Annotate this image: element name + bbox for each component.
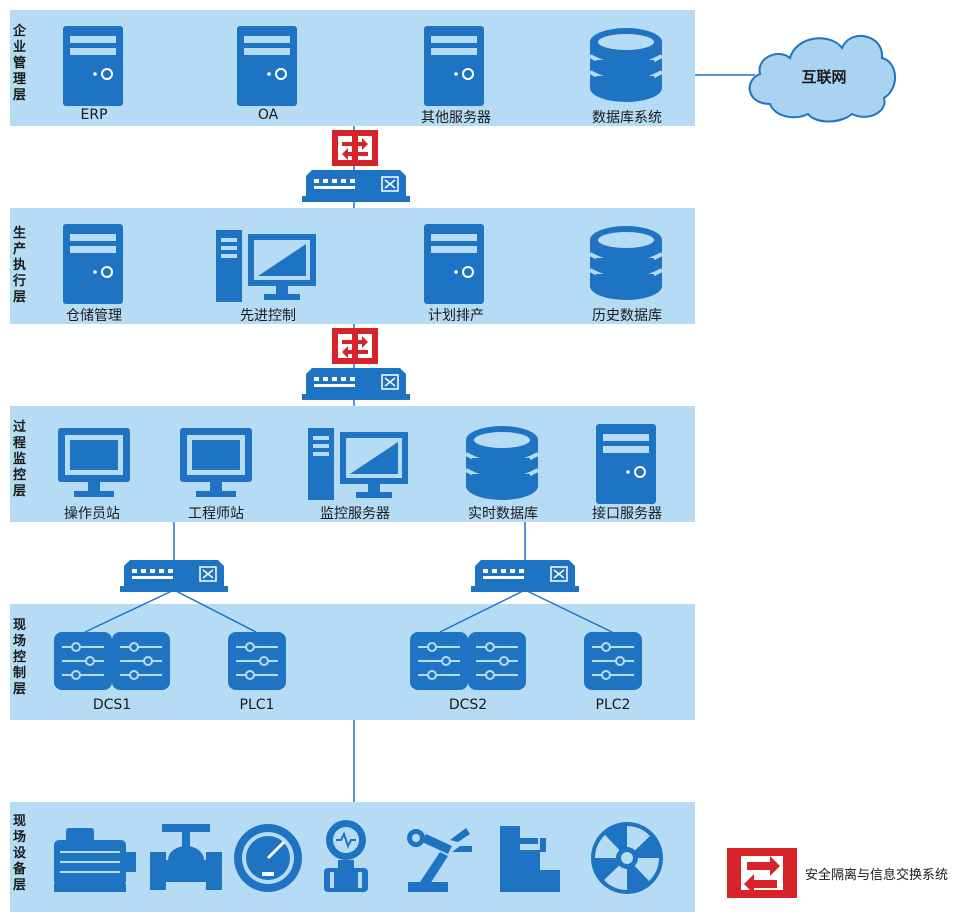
security-gateway-icon xyxy=(332,328,378,364)
node-label-erp: ERP xyxy=(80,107,108,123)
valve-icon xyxy=(150,824,222,890)
node-label-plc1: PLC1 xyxy=(239,697,275,713)
dcs2-module-icon xyxy=(467,631,527,691)
layer-mes xyxy=(10,208,695,324)
node-label-other-server: 其他服务器 xyxy=(421,110,491,126)
node-label-history-database: 历史数据库 xyxy=(592,308,662,324)
node-label-operator-station: 操作员站 xyxy=(64,506,120,522)
layer-title-enterprise: 企业管理层 xyxy=(13,24,27,103)
legend-gateway-icon xyxy=(727,848,797,898)
internet-cloud-icon xyxy=(748,35,896,123)
network-switch-icon xyxy=(301,367,411,401)
history-database-icon xyxy=(588,224,664,302)
internet-label: 互联网 xyxy=(801,68,847,86)
node-label-plc2: PLC2 xyxy=(595,697,631,713)
layer-title-mes: 生产执行层 xyxy=(13,226,27,305)
node-label-engineer-station: 工程师站 xyxy=(188,506,244,522)
node-label-monitor-server: 监控服务器 xyxy=(320,506,390,522)
interface-server-icon xyxy=(595,423,657,505)
layer-enterprise xyxy=(10,10,695,126)
erp-server-icon xyxy=(62,25,124,107)
oa-server-icon xyxy=(236,25,298,107)
node-label-advanced-control: 先进控制 xyxy=(240,308,296,324)
node-label-database-system: 数据库系统 xyxy=(592,110,662,126)
motor-icon xyxy=(54,828,136,892)
plc1-icon xyxy=(227,631,287,691)
planning-server-icon xyxy=(423,223,485,305)
pressure-sensor-icon xyxy=(324,820,368,892)
layer-title-device: 现场设备层 xyxy=(13,814,27,893)
monitor-server-icon xyxy=(308,428,408,500)
realtime-database-icon xyxy=(464,424,540,502)
warehouse-server-icon xyxy=(62,223,124,305)
node-label-interface-server: 接口服务器 xyxy=(592,506,662,522)
operator-station-icon xyxy=(58,428,130,497)
database-system-icon xyxy=(588,26,664,104)
dcs2-module-icon xyxy=(409,631,469,691)
legend-label: 安全隔离与信息交换系统 xyxy=(805,868,949,883)
dcs1-module-icon xyxy=(53,631,113,691)
network-switch-icon xyxy=(301,169,411,203)
dcs1-module-icon xyxy=(111,631,171,691)
engineer-station-icon xyxy=(180,428,252,497)
node-label-warehouse: 仓储管理 xyxy=(66,308,122,324)
node-label-realtime-database: 实时数据库 xyxy=(468,506,538,522)
layer-title-control: 现场控制层 xyxy=(13,618,27,697)
layer-title-monitor: 过程监控层 xyxy=(13,420,27,499)
network-switch-icon xyxy=(470,559,580,593)
machine-tool-icon xyxy=(500,826,560,892)
network-switch-icon xyxy=(119,559,229,593)
plc2-icon xyxy=(583,631,643,691)
gauge-icon xyxy=(234,824,302,892)
security-gateway-icon xyxy=(332,130,378,166)
robot-arm-icon xyxy=(407,828,472,892)
node-label-planning: 计划排产 xyxy=(428,308,484,324)
fan-icon xyxy=(591,822,663,894)
node-label-dcs2: DCS2 xyxy=(448,697,488,713)
advanced-control-icon xyxy=(216,230,316,302)
other-server-icon xyxy=(423,25,485,107)
node-label-dcs1: DCS1 xyxy=(92,697,132,713)
node-label-oa: OA xyxy=(257,107,279,123)
